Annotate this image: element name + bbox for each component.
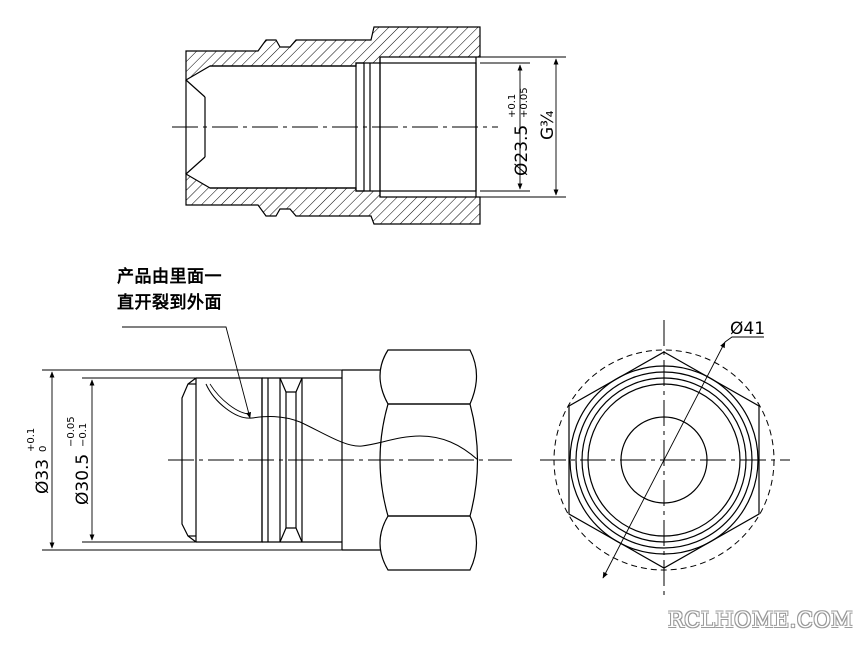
side-groove — [279, 377, 303, 393]
crack-line — [205, 383, 479, 461]
svg-text:−0.05: −0.05 — [66, 416, 77, 447]
svg-text:−0.1: −0.1 — [78, 423, 89, 447]
svg-text:Ø33: Ø33 — [33, 459, 53, 494]
end-view — [540, 320, 790, 596]
side-hex-nut — [379, 349, 478, 405]
crack-note-line-2: 直开裂到外面 — [117, 293, 222, 313]
svg-text:0: 0 — [38, 446, 49, 452]
dim-hex-across: Ø41 — [730, 319, 765, 339]
svg-text:+0.1: +0.1 — [26, 428, 37, 452]
dim-bore: Ø23.5 +0.1 +0.05 — [507, 87, 532, 176]
section-bottom-wall — [185, 172, 481, 225]
note-leader — [122, 326, 251, 419]
svg-text:+0.1: +0.1 — [507, 94, 518, 118]
svg-text:Ø23.5: Ø23.5 — [512, 125, 532, 176]
svg-text:Ø30.5: Ø30.5 — [73, 454, 93, 505]
section-view — [172, 26, 566, 225]
section-top-wall — [185, 26, 481, 82]
side-view — [42, 326, 512, 571]
watermark: RCLHOME.COM — [668, 608, 854, 632]
dim-od-outer: Ø33 +0.1 0 — [26, 428, 53, 494]
dim-od-inner: Ø30.5 −0.05 −0.1 — [66, 416, 93, 505]
dim-thread: G¾ — [538, 110, 558, 140]
crack-note-line-1: 产品由里面一 — [117, 267, 222, 287]
side-nose — [181, 377, 197, 543]
svg-text:+0.05: +0.05 — [519, 87, 530, 118]
